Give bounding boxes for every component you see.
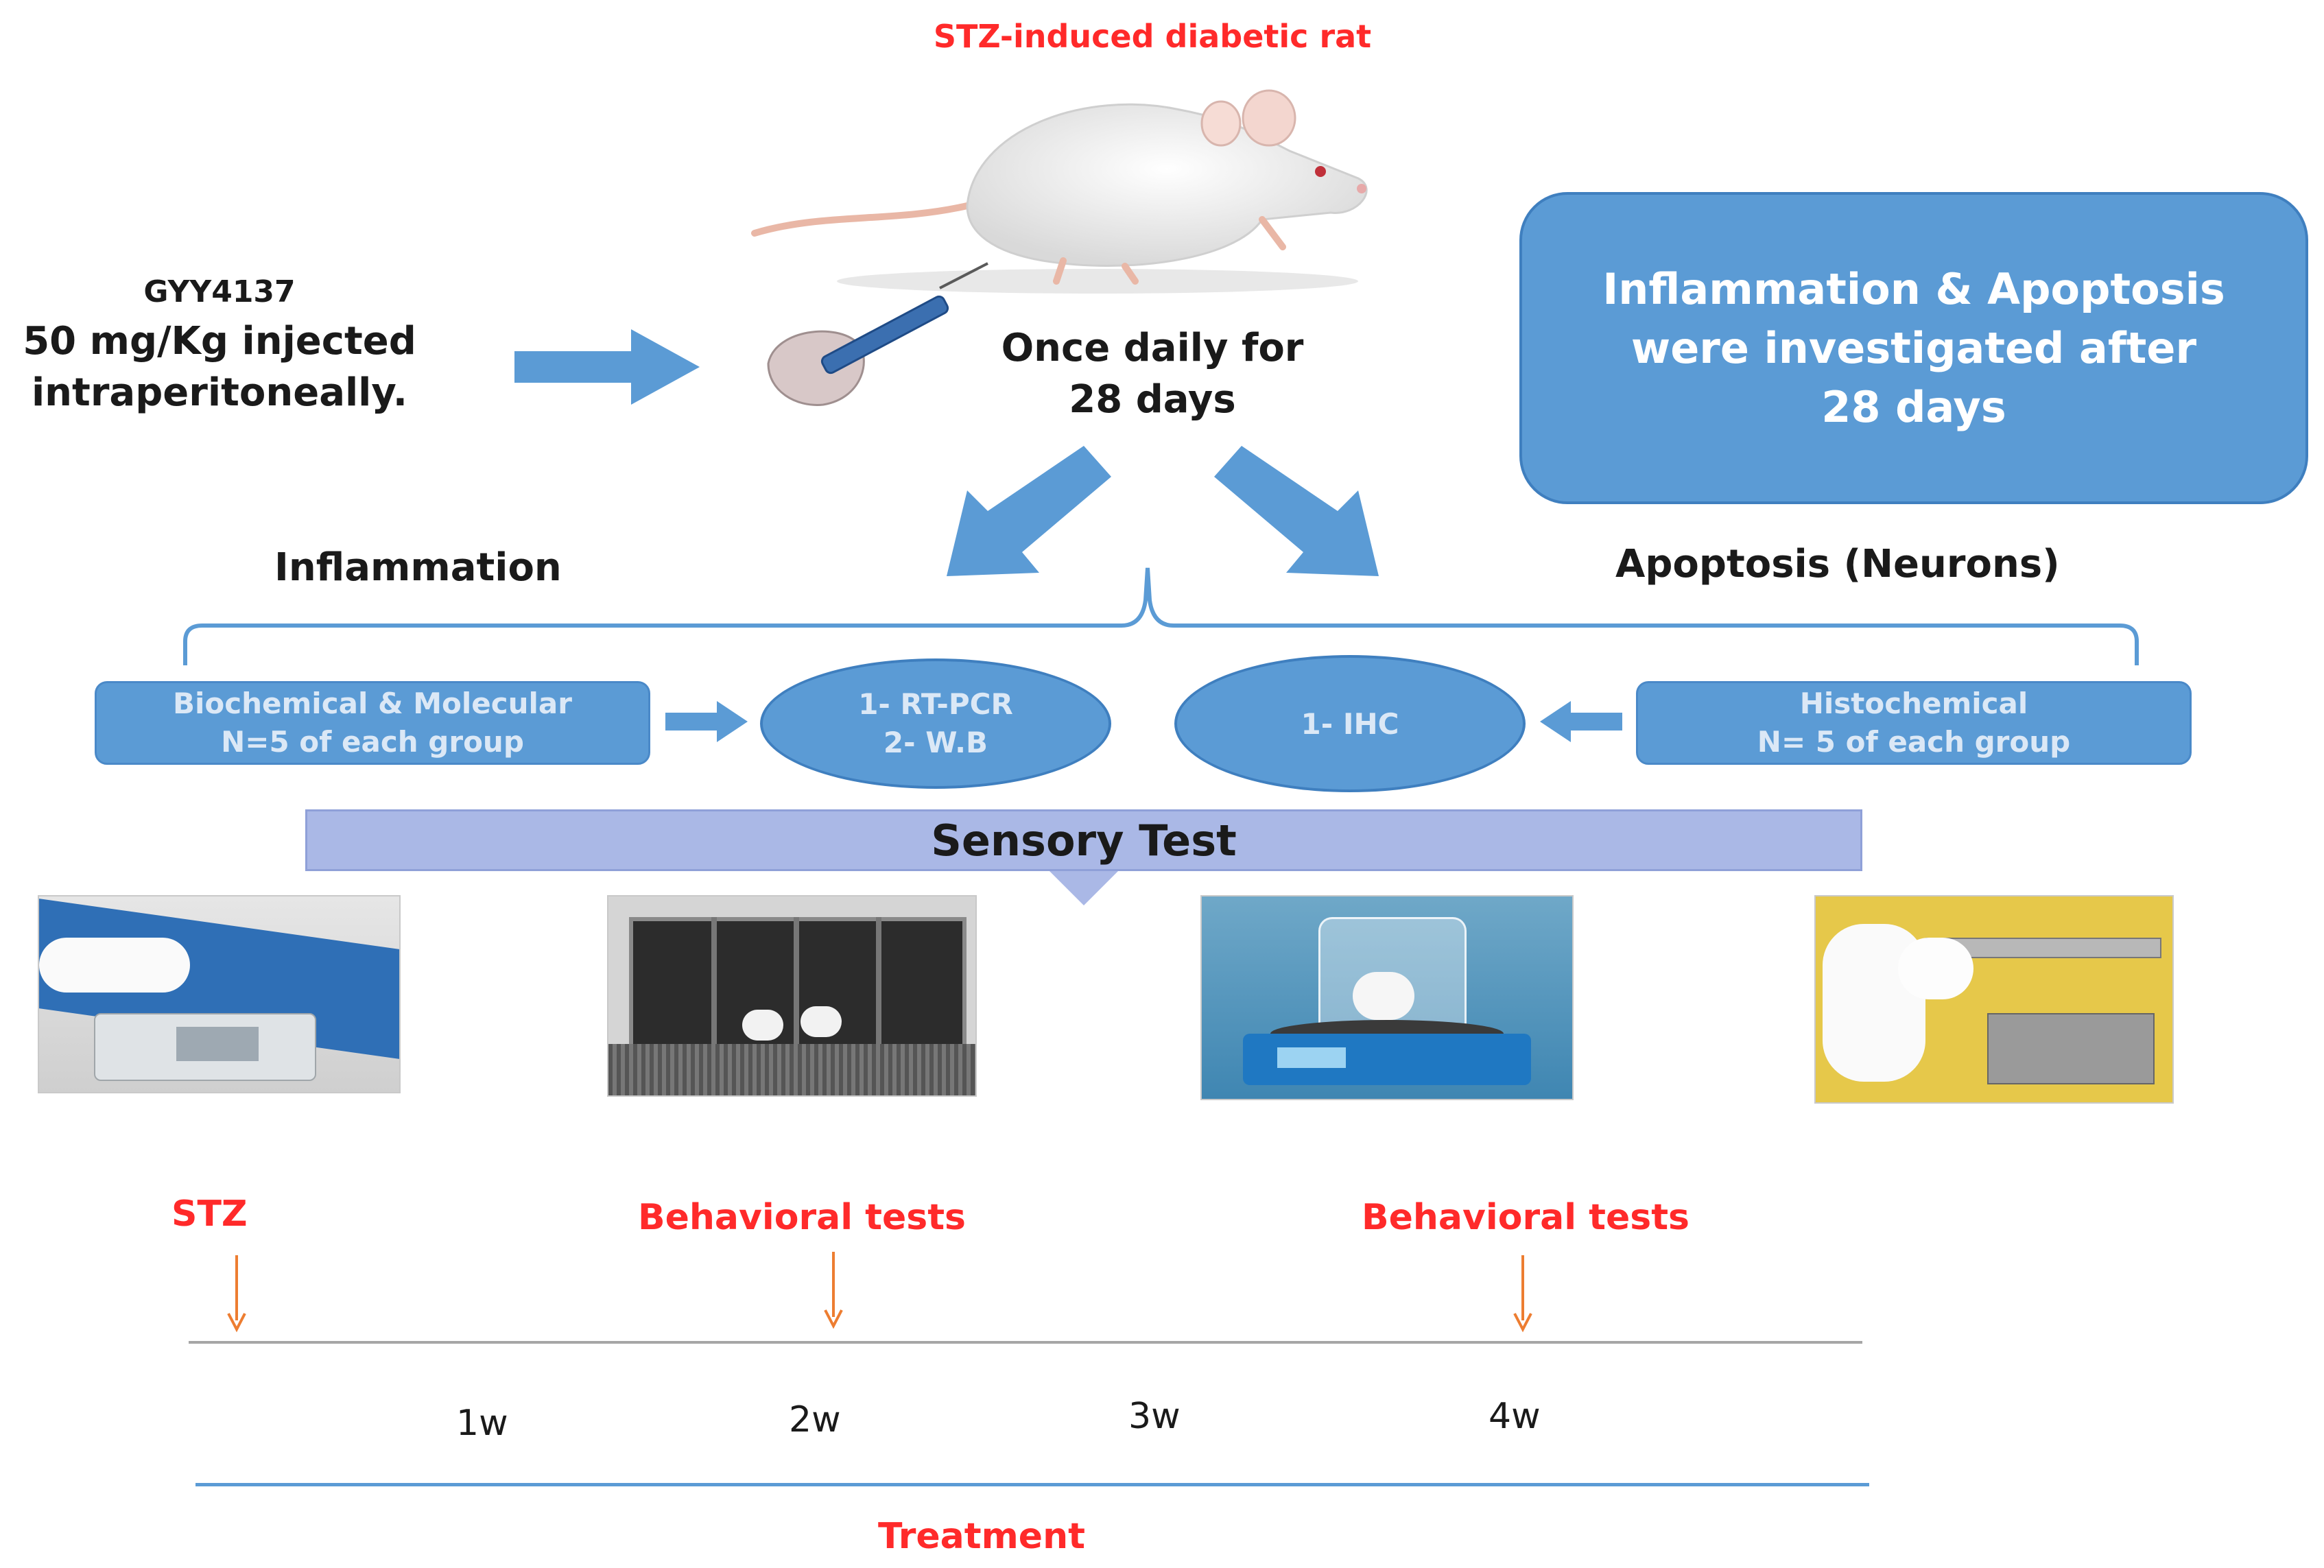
left-methods-ellipse: 1- RT-PCR 2- W.B: [760, 658, 1111, 789]
brace: [183, 567, 2139, 665]
arrow-to-methods-left: [665, 701, 748, 742]
left-methods-line1: 1- RT-PCR: [858, 687, 1013, 721]
info-line2: were investigated after: [1631, 322, 2197, 373]
arrow-down-left: [947, 446, 1111, 576]
left-group-box: Biochemical & Molecular N=5 of each grou…: [95, 681, 650, 765]
right-methods-line1: 1- IHC: [1301, 706, 1399, 741]
right-methods-ellipse: 1- IHC: [1174, 655, 1526, 792]
info-line3: 28 days: [1821, 381, 2006, 432]
info-box: Inflammation & Apoptosis were investigat…: [1519, 192, 2308, 504]
sensory-banner-pointer: [1050, 871, 1118, 905]
tick-4w: 4w: [1489, 1396, 1541, 1437]
sensory-device-photo: [607, 895, 977, 1097]
branch-label-apoptosis: Apoptosis (Neurons): [1615, 542, 2060, 586]
left-group-line2: N=5 of each group: [221, 725, 524, 759]
arrow-to-methods-right: [1540, 701, 1622, 742]
timeline-axis: [189, 1341, 1862, 1344]
event-arrow-4w: [1513, 1255, 1532, 1333]
timeline-event-behavioral-4w: Behavioral tests: [1362, 1197, 1690, 1238]
syringe-image: [767, 262, 988, 406]
sensory-banner: Sensory Test: [305, 809, 1862, 871]
dose-line1: 50 mg/Kg injected: [23, 319, 416, 364]
tick-1w: 1w: [456, 1403, 508, 1444]
sensory-banner-label: Sensory Test: [931, 815, 1237, 866]
treatment-label: Treatment: [878, 1516, 1085, 1557]
rat-image: [751, 89, 1368, 294]
right-arrow: [514, 329, 700, 405]
left-methods-line2: 2- W.B: [883, 726, 988, 759]
right-group-line1: Histochemical: [1799, 687, 2028, 720]
timeline-event-stz: STZ: [171, 1193, 248, 1235]
diagram-title: STZ-induced diabetic rat: [933, 18, 1372, 55]
right-group-box: Histochemical N= 5 of each group: [1636, 681, 2192, 765]
branch-label-inflammation: Inflammation: [274, 545, 562, 590]
dose-line2: intraperitoneally.: [31, 370, 408, 415]
right-group-line2: N= 5 of each group: [1757, 725, 2071, 759]
event-arrow-stz: [227, 1255, 246, 1333]
sensory-device-photo: [1200, 895, 1574, 1100]
sensory-device-photo: [38, 895, 401, 1093]
treatment-line: [195, 1483, 1869, 1486]
left-group-line1: Biochemical & Molecular: [173, 687, 572, 720]
compound-label: GYY4137: [143, 274, 296, 309]
timeline-event-behavioral-2w: Behavioral tests: [638, 1197, 967, 1238]
tick-3w: 3w: [1128, 1396, 1181, 1437]
arrow-down-right: [1214, 446, 1379, 576]
schedule-line1: Once daily for: [1001, 326, 1304, 370]
info-line1: Inflammation & Apoptosis: [1602, 263, 2225, 314]
sensory-device-photo: [1814, 895, 2174, 1104]
schedule-line2: 28 days: [1069, 377, 1236, 422]
tick-2w: 2w: [789, 1399, 841, 1440]
event-arrow-2w: [824, 1252, 843, 1329]
